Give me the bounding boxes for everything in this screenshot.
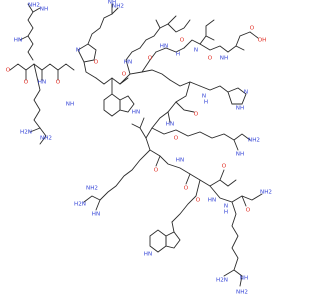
atom-label-nh2: NH2 [112,4,124,10]
atom-label-hn: HN [176,158,184,164]
atom-label-oh: OH [258,38,267,44]
atom-label-hn: HN [92,212,100,218]
atom-label-n: N [76,48,80,54]
atom-label-hn: HN [38,80,46,86]
atom-label-o: O [24,80,29,86]
atom-label-h2n: H2N [74,202,86,208]
peptide-structure-diagram: NH2 NH HN O O HN O NH2 H2N NH2 NH N O NH… [6,0,272,296]
atom-label-o: O [250,26,255,32]
atom-label-nh: NH [108,0,116,6]
atom-label-h2n: H2N [20,130,32,136]
atom-label-o: O [148,56,153,62]
atom-label-nh2: NH2 [86,186,98,192]
atom-label-o: O [56,80,61,86]
atom-labels: NH2 NH HN O O HN O NH2 H2N NH2 NH N O NH… [6,0,272,296]
atom-label-nh: NH [236,106,244,112]
atom-label-hn: HN [166,122,174,128]
atom-label-o: O [154,168,159,174]
atom-label-n: N [194,48,198,54]
atom-label-hn: HN [14,38,22,44]
atom-label-o: O [122,72,127,78]
atom-label-nh: NH [240,276,248,282]
atom-label-hn: HN [208,198,216,204]
atom-label-hn: HN [144,252,152,258]
atom-label-nh2: NH2 [260,190,272,196]
atom-label-h2n: H2N [216,278,228,284]
bond-lines [9,3,263,287]
atom-label-hn: HN [124,60,132,66]
atom-label-nh: NH [220,56,228,62]
atom-label-o: O [194,112,199,118]
atom-label-o: O [208,56,213,62]
atom-label-nh: NH [66,102,74,108]
atom-label-o: O [246,208,251,214]
atom-label-nh2: NH2 [248,138,260,144]
atom-label-nh: NH [236,152,244,158]
atom-label-nh2: NH2 [236,290,248,296]
atom-label-n: N [202,94,206,100]
atom-label-o: O [6,68,11,74]
atom-label-o: O [184,186,189,192]
atom-label-h: H [224,210,228,216]
atom-label-nh2: NH2 [40,136,52,142]
atom-label-o: O [180,38,185,44]
atom-label-h: H [204,100,208,106]
atom-label-nh2: NH2 [28,3,40,9]
atom-label-nh: NH [40,7,48,13]
atom-label-hn: HN [160,44,168,50]
atom-label-o: O [94,60,99,66]
atom-label-n: N [224,204,228,210]
atom-label-n: N [244,90,248,96]
atom-label-o: O [174,136,179,142]
atom-label-hn: HN [132,110,140,116]
atom-label-o: O [196,198,201,204]
atom-label-o: O [222,164,227,170]
atom-label-h: H [176,52,180,58]
